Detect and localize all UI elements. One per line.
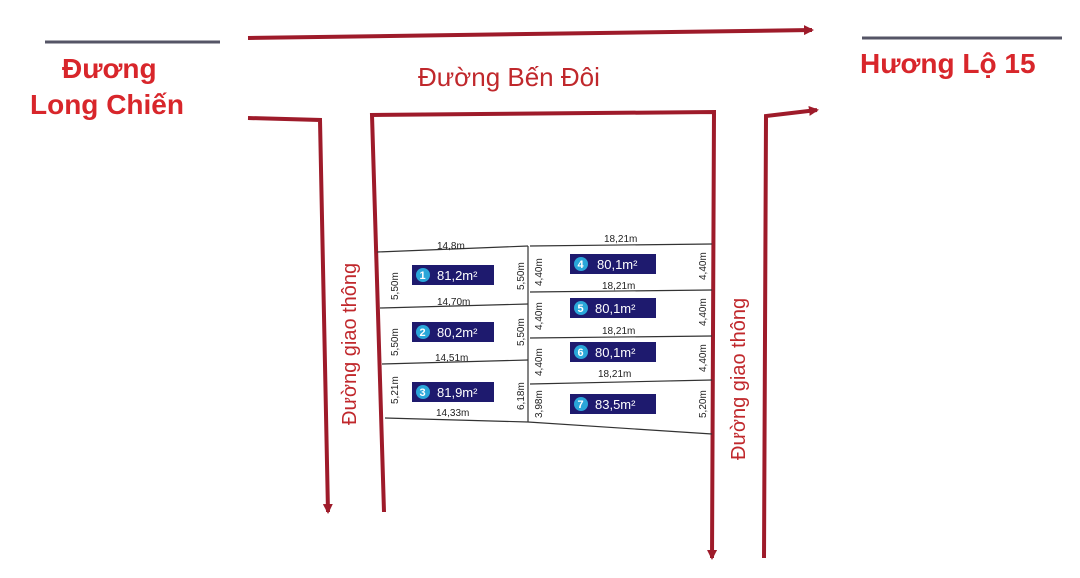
- dim-r-right1: 4,40m: [698, 252, 709, 280]
- road-left-inner: [369, 109, 718, 560]
- svg-text:80,1m²: 80,1m²: [595, 345, 636, 360]
- svg-text:81,9m²: 81,9m²: [437, 385, 478, 400]
- lot-badge-1: 1 81,2m²: [412, 265, 494, 285]
- dim-r-left3: 4,40m: [534, 348, 545, 376]
- svg-text:3: 3: [420, 387, 426, 399]
- label-long-chien-2: Long Chiến: [30, 89, 184, 120]
- dim-l-mid1: 5,50m: [516, 262, 527, 290]
- dim-r-left1: 4,40m: [534, 258, 545, 286]
- dim-r-right4: 5,20m: [698, 390, 709, 418]
- dim-r-r1: 18,21m: [602, 281, 635, 292]
- dim-l-r2: 14,51m: [435, 353, 468, 364]
- dim-r-right3: 4,40m: [698, 344, 709, 372]
- svg-text:5: 5: [578, 303, 584, 315]
- label-road-left: Đường giao thông: [339, 263, 361, 425]
- svg-text:81,2m²: 81,2m²: [437, 268, 478, 283]
- svg-text:83,5m²: 83,5m²: [595, 397, 636, 412]
- dim-l-r1: 14,70m: [437, 297, 470, 308]
- label-long-chien-1: Đương: [62, 53, 157, 84]
- dim-r-r3: 18,21m: [598, 369, 631, 380]
- dim-r-right2: 4,40m: [698, 298, 709, 326]
- lot-badge-5: 5 80,1m²: [570, 298, 656, 318]
- lot-badge-4: 4 80,1m²: [570, 254, 656, 274]
- svg-text:80,1m²: 80,1m²: [595, 301, 636, 316]
- svg-text:80,1m²: 80,1m²: [597, 257, 638, 272]
- dim-r-left4: 3,98m: [534, 390, 545, 418]
- svg-text:6: 6: [578, 347, 584, 359]
- dim-l-top: 14,8m: [437, 241, 465, 252]
- svg-text:80,2m²: 80,2m²: [437, 325, 478, 340]
- dim-l-mid2: 5,50m: [516, 318, 527, 346]
- svg-text:1: 1: [420, 270, 426, 282]
- svg-text:4: 4: [578, 259, 585, 271]
- lot-badge-7: 7 83,5m²: [570, 394, 656, 414]
- dim-r-top: 18,21m: [604, 234, 637, 245]
- dim-r-r2: 18,21m: [602, 326, 635, 337]
- dim-l-left1: 5,50m: [390, 272, 401, 300]
- lot-badge-2: 2 80,2m²: [412, 322, 494, 342]
- label-ben-doi: Đường Bến Đôi: [418, 62, 600, 92]
- dim-l-bot: 14,33m: [436, 408, 469, 419]
- dim-l-mid3: 6,18m: [516, 382, 527, 410]
- label-road-right: Đường giao thông: [728, 298, 750, 460]
- svg-text:2: 2: [420, 327, 426, 339]
- svg-text:7: 7: [578, 399, 584, 411]
- label-huong-lo: Hương Lộ 15: [860, 48, 1036, 79]
- dim-l-left3: 5,21m: [390, 376, 401, 404]
- road-top-arrow: [247, 25, 814, 40]
- dim-l-left2: 5,50m: [390, 328, 401, 356]
- road-left-outer: [247, 116, 333, 514]
- lot-badge-3: 3 81,9m²: [412, 382, 494, 402]
- dim-r-left2: 4,40m: [534, 302, 545, 330]
- lot-boundaries: [376, 243, 713, 435]
- road-right-outer: [762, 105, 819, 559]
- lot-badge-6: 6 80,1m²: [570, 342, 656, 362]
